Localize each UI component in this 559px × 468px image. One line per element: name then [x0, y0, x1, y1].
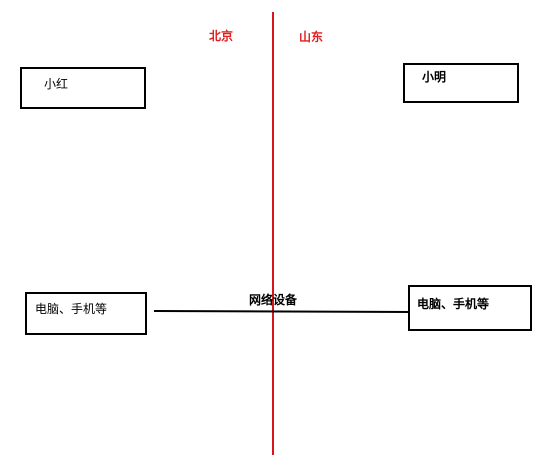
- device-label-left: 电脑、手机等: [35, 302, 108, 316]
- person-name-xiaohong: 小红: [44, 77, 69, 91]
- device-box-left: 电脑、手机等: [25, 292, 147, 335]
- device-box-right: 电脑、手机等: [408, 285, 532, 331]
- person-name-xiaoming: 小明: [422, 70, 447, 84]
- person-box-xiaohong: 小红: [20, 67, 146, 109]
- region-label-beijing: 北京: [209, 29, 234, 43]
- person-box-xiaoming: 小明: [403, 63, 519, 103]
- region-label-shandong: 山东: [299, 30, 324, 44]
- network-connection-line: [153, 310, 412, 313]
- network-device-label: 网络设备: [249, 293, 298, 307]
- device-label-right: 电脑、手机等: [417, 297, 490, 311]
